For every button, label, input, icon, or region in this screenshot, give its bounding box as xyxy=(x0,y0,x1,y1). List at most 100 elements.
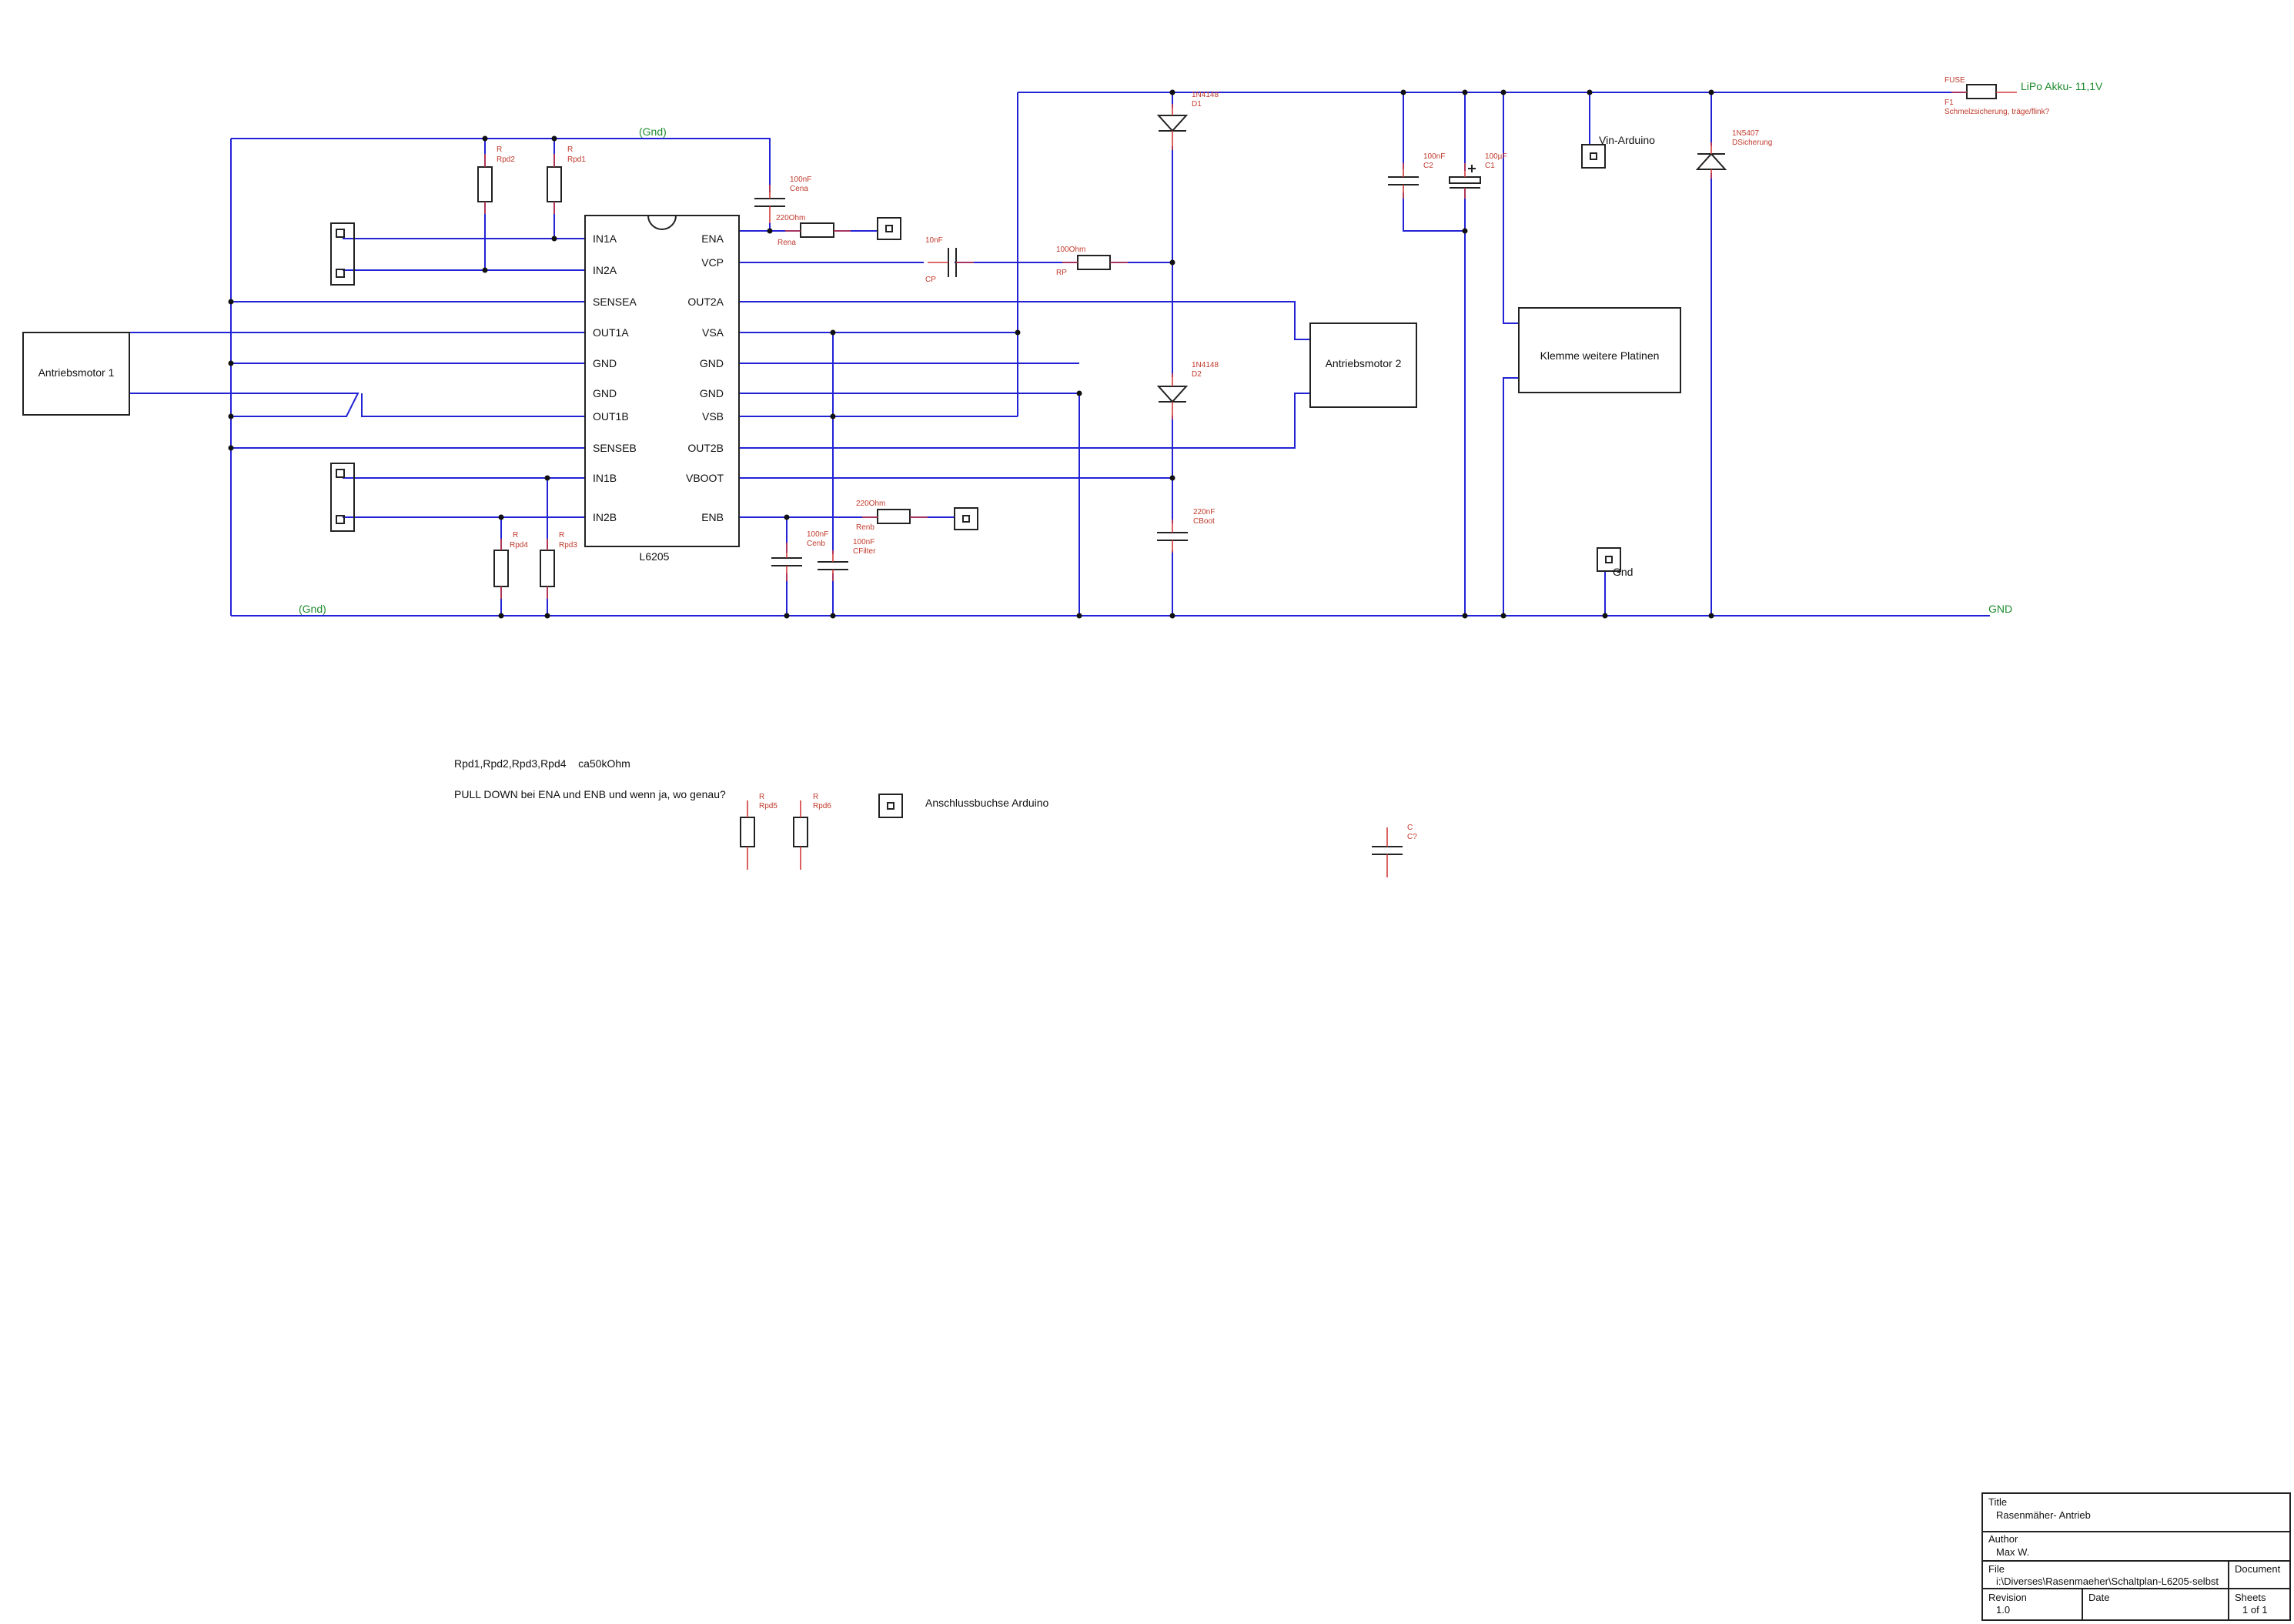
diode-dsicherung[interactable]: 1N5407 DSicherung xyxy=(1695,129,1772,179)
ic-pin-gnd-1: GND xyxy=(593,357,617,369)
ic-pin-vsb: VSB xyxy=(702,410,724,423)
c2-value: 100nF xyxy=(1423,152,1445,161)
author-value: Max W. xyxy=(1996,1546,2029,1558)
wires xyxy=(129,92,1990,617)
rpd2-name: Rpd2 xyxy=(497,155,515,164)
rpd6-name: Rpd6 xyxy=(813,802,831,810)
capacitor-cenb[interactable]: 100nF Cenb xyxy=(771,530,828,581)
ic-pin-in1a: IN1A xyxy=(593,232,617,245)
document-label: Document xyxy=(2235,1563,2281,1575)
connector-gnd[interactable]: Gnd xyxy=(1597,547,1633,578)
rpd4-type: R xyxy=(513,531,518,540)
cenb-value: 100nF xyxy=(807,530,828,539)
ic-pin-out2b: OUT2B xyxy=(687,442,724,454)
motor-1-block[interactable]: Antriebsmotor 1 xyxy=(22,332,130,416)
net-gnd-right: GND xyxy=(1988,603,2012,615)
capacitor-cena[interactable]: 100nF Cena xyxy=(754,175,811,223)
resistor-rp[interactable]: 100Ohm RP xyxy=(1056,246,1128,277)
rpd5-name: Rpd5 xyxy=(759,802,777,810)
ic-l6205[interactable]: IN1A IN2A SENSEA OUT1A GND GND OUT1B SEN… xyxy=(584,215,740,563)
rena-name: Rena xyxy=(777,239,796,247)
capacitor-cboot[interactable]: 220nF CBoot xyxy=(1157,508,1215,553)
resistor-rpd5[interactable]: R Rpd5 xyxy=(740,793,777,870)
header-in-a[interactable] xyxy=(330,222,355,286)
resistor-rena[interactable]: 220Ohm Rena xyxy=(776,214,851,247)
d2-name: D2 xyxy=(1192,370,1202,379)
ic-pin-gnd-2: GND xyxy=(593,387,617,399)
d1-value: 1N4148 xyxy=(1192,91,1219,99)
title-value: Rasenmäher- Antrieb xyxy=(1996,1509,2091,1521)
cena-name: Cena xyxy=(790,185,808,193)
vin-arduino-label: Vin-Arduino xyxy=(1599,134,1655,146)
capacitor-cq[interactable]: C C? xyxy=(1372,824,1417,877)
rpd6-type: R xyxy=(813,793,818,801)
diode-d1[interactable]: 1N4148 D1 xyxy=(1156,91,1219,150)
sheets-value: 1 of 1 xyxy=(2242,1604,2268,1616)
header-in-b[interactable] xyxy=(330,463,355,532)
ic-pin-in2a: IN2A xyxy=(593,264,617,276)
connector-enb[interactable] xyxy=(954,507,978,530)
cboot-name: CBoot xyxy=(1193,517,1215,526)
ic-pin-out1a: OUT1A xyxy=(593,326,629,339)
cp-name: CP xyxy=(925,276,936,284)
ic-pin-gnd-4: GND xyxy=(700,387,724,399)
ic-pin-ena: ENA xyxy=(701,232,724,245)
diode-d2[interactable]: 1N4148 D2 xyxy=(1156,361,1219,419)
revision-label: Revision xyxy=(1988,1592,2027,1603)
capacitor-c2[interactable]: 100nF C2 xyxy=(1388,152,1445,199)
capacitor-cfilter[interactable]: 100nF CFilter xyxy=(818,538,876,581)
rpd1-name: Rpd1 xyxy=(567,155,586,164)
resistor-rpd1[interactable]: R Rpd1 xyxy=(547,145,586,214)
c1-value: 100µF xyxy=(1485,152,1507,161)
motor-1-label: Antriebsmotor 1 xyxy=(38,366,115,379)
dsich-value: 1N5407 xyxy=(1732,129,1759,138)
rpd1-type: R xyxy=(567,145,573,154)
resistor-renb[interactable]: 220Ohm Renb xyxy=(856,500,928,532)
resistor-rpd4[interactable]: R Rpd4 xyxy=(493,531,528,599)
ic-name: L6205 xyxy=(640,550,670,563)
terminal-block[interactable]: Klemme weitere Platinen xyxy=(1518,307,1681,393)
cenb-name: Cenb xyxy=(807,540,825,548)
rena-value: 220Ohm xyxy=(776,214,805,222)
cboot-value: 220nF xyxy=(1193,508,1215,516)
c2-name: C2 xyxy=(1423,162,1433,170)
ic-pin-in2b: IN2B xyxy=(593,511,617,523)
rpd2-type: R xyxy=(497,145,502,154)
cena-value: 100nF xyxy=(790,175,811,184)
fuse-name: F1 xyxy=(1945,99,1954,107)
resistor-rpd6[interactable]: R Rpd6 xyxy=(793,793,831,870)
resistor-rpd2[interactable]: R Rpd2 xyxy=(477,145,515,214)
renb-value: 220Ohm xyxy=(856,500,885,508)
title-block: Title Rasenmäher- Antrieb Author Max W. … xyxy=(1981,1492,2291,1621)
capacitor-c1[interactable]: 100µF C1 xyxy=(1449,152,1507,199)
fuse-f1[interactable]: FUSE F1 Schmelzsicherung, träge/flink? xyxy=(1945,76,2050,116)
ic-pin-vboot: VBOOT xyxy=(686,472,724,484)
rp-value: 100Ohm xyxy=(1056,246,1085,254)
motor-2-block[interactable]: Antriebsmotor 2 xyxy=(1309,322,1417,408)
junctions xyxy=(228,89,1714,619)
gnd-connector-label: Gnd xyxy=(1613,566,1633,578)
resistor-rpd3[interactable]: R Rpd3 xyxy=(540,531,577,599)
rpd3-name: Rpd3 xyxy=(559,541,577,550)
rpd5-type: R xyxy=(759,793,764,801)
connector-vin-arduino[interactable]: Vin-Arduino xyxy=(1581,134,1655,169)
fuse-desc: Schmelzsicherung, träge/flink? xyxy=(1945,108,2050,116)
sheets-label: Sheets xyxy=(2235,1592,2266,1603)
c1-name: C1 xyxy=(1485,162,1495,170)
fuse-type: FUSE xyxy=(1945,76,1965,85)
cp-value: 10nF xyxy=(925,236,943,245)
capacitor-cp[interactable]: 10nF CP xyxy=(925,236,974,284)
ic-pin-enb: ENB xyxy=(701,511,724,523)
cfilter-name: CFilter xyxy=(853,547,876,556)
legend-arduino-socket: Anschlussbuchse Arduino xyxy=(925,797,1049,809)
renb-name: Renb xyxy=(856,523,874,532)
revision-value: 1.0 xyxy=(1996,1604,2010,1616)
ic-pin-gnd-3: GND xyxy=(700,357,724,369)
connector-ena[interactable] xyxy=(877,217,901,240)
ic-pin-in1b: IN1B xyxy=(593,472,617,484)
dsich-name: DSicherung xyxy=(1732,139,1772,147)
file-value: i:\Diverses\Rasenmaeher\Schaltplan-L6205… xyxy=(1996,1576,2219,1587)
file-label: File xyxy=(1988,1563,2005,1575)
net-gnd-bottom: (Gnd) xyxy=(299,603,326,615)
